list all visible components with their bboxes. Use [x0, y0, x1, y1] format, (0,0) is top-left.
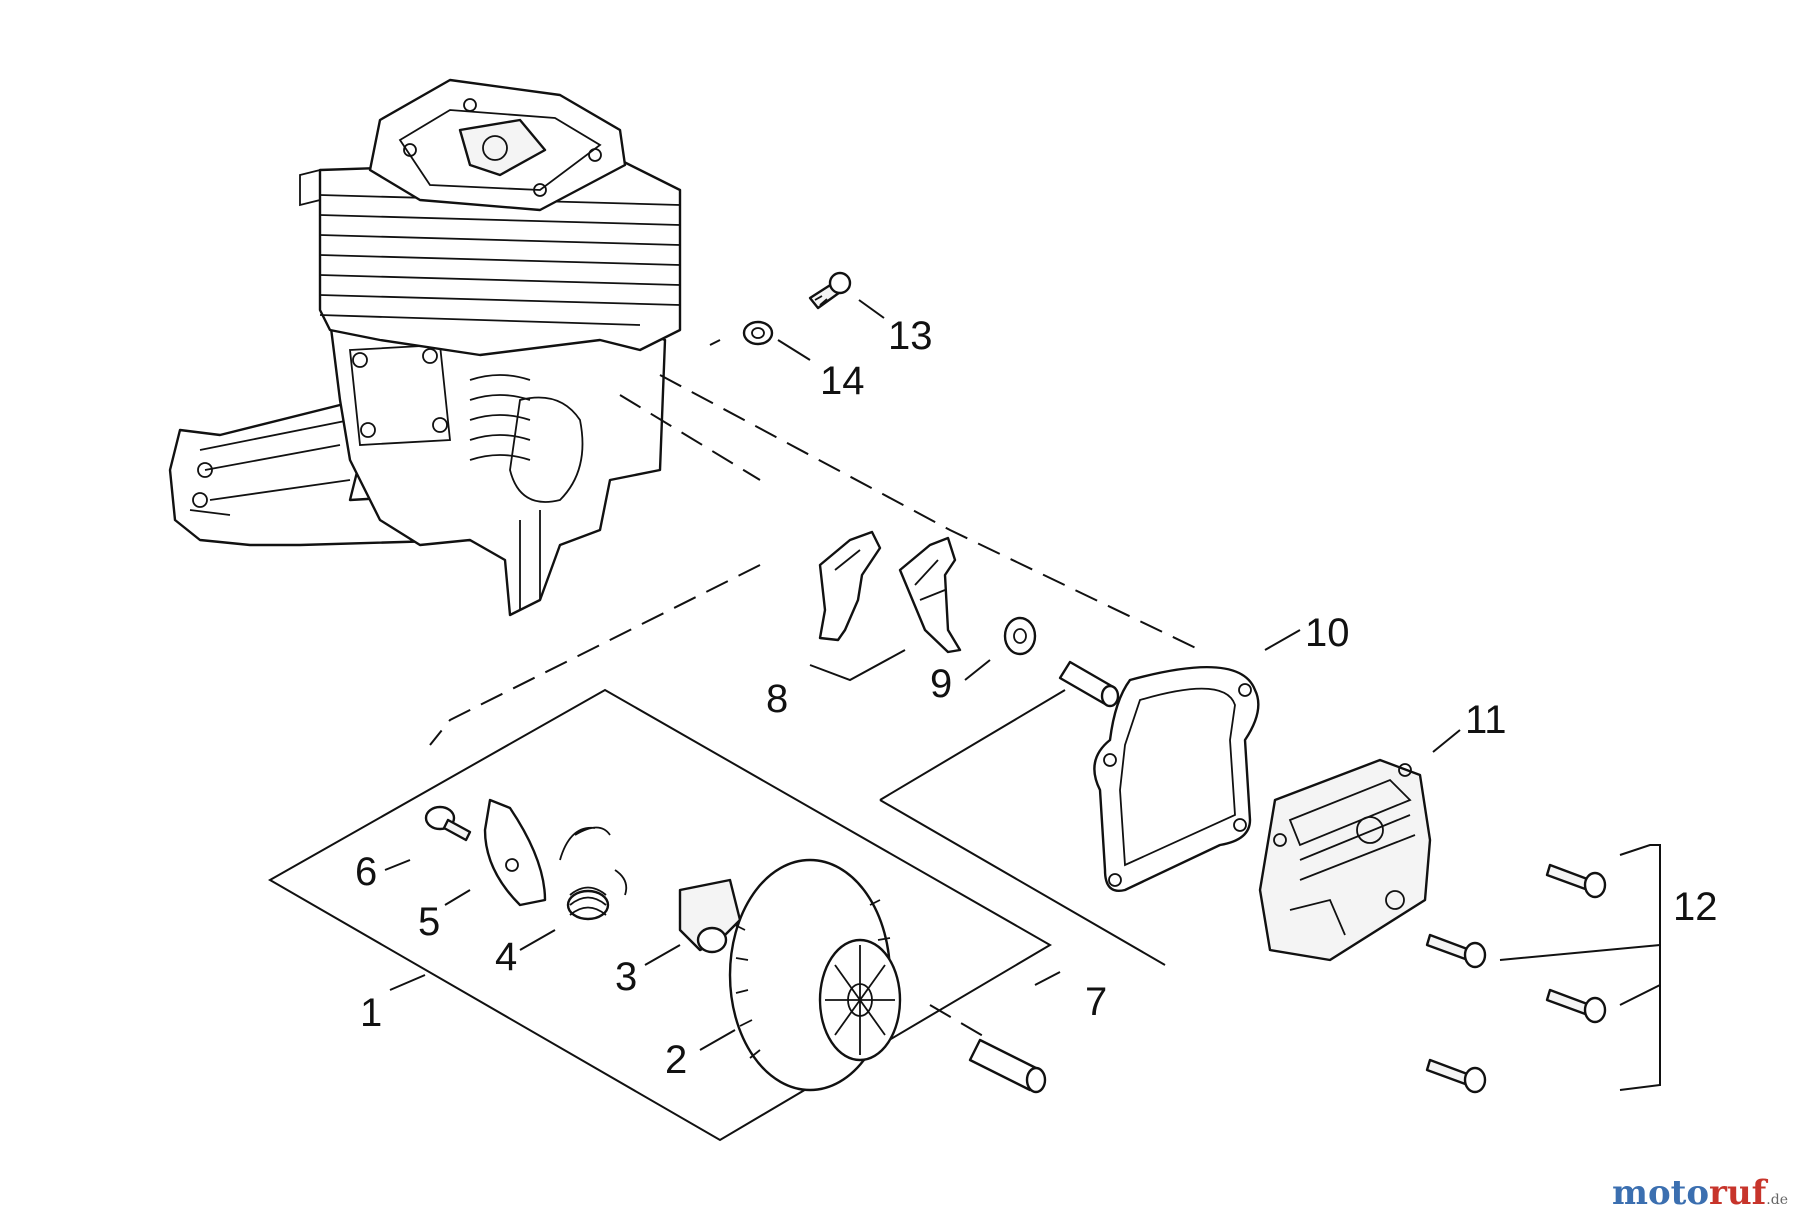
part-3-flyweight — [678, 878, 742, 954]
part-14-washer — [742, 320, 774, 346]
dowel-pin-upper — [1058, 660, 1120, 708]
callout-2: 2 — [665, 1038, 687, 1082]
part-4-spring — [559, 826, 628, 921]
engine-cylinder-block — [168, 78, 682, 617]
callout-3: 3 — [615, 955, 637, 999]
callout-10: 10 — [1305, 611, 1350, 655]
callout-11: 11 — [1465, 698, 1507, 742]
watermark-logo: motoruf.de — [1612, 1173, 1788, 1213]
callout-14: 14 — [820, 359, 865, 403]
callout-13: 13 — [888, 314, 933, 358]
callout-4: 4 — [495, 935, 517, 979]
part-9-washer — [1003, 616, 1037, 656]
part-8-governor-arms — [818, 530, 962, 654]
callout-labels: 13 14 10 11 8 9 12 6 5 4 3 1 2 7 — [355, 314, 1718, 1082]
part-1-group-frame — [267, 688, 1052, 1142]
watermark-tld: .de — [1766, 1192, 1788, 1208]
part-10-gasket — [1093, 666, 1260, 892]
callout-9: 9 — [930, 662, 952, 706]
watermark-brand-b: ruf — [1709, 1173, 1767, 1213]
callout-12: 12 — [1673, 885, 1718, 929]
callout-1: 1 — [360, 991, 382, 1035]
callout-5: 5 — [418, 900, 440, 944]
dowel-pin-lower — [968, 1038, 1047, 1094]
part-12-bolts — [1425, 863, 1607, 1094]
part-6-screw — [424, 805, 472, 842]
callout-7: 7 — [1085, 980, 1107, 1024]
part-7-group-frame — [879, 689, 1166, 966]
callout-6: 6 — [355, 850, 377, 894]
part-5-plate — [483, 798, 547, 907]
leader-lines — [384, 299, 1661, 1091]
watermark-brand-a: moto — [1611, 1173, 1710, 1213]
part-2-gear — [728, 858, 902, 1092]
part-13-bolt — [808, 271, 852, 310]
callout-8: 8 — [766, 677, 788, 721]
part-11-cover — [1258, 758, 1432, 962]
